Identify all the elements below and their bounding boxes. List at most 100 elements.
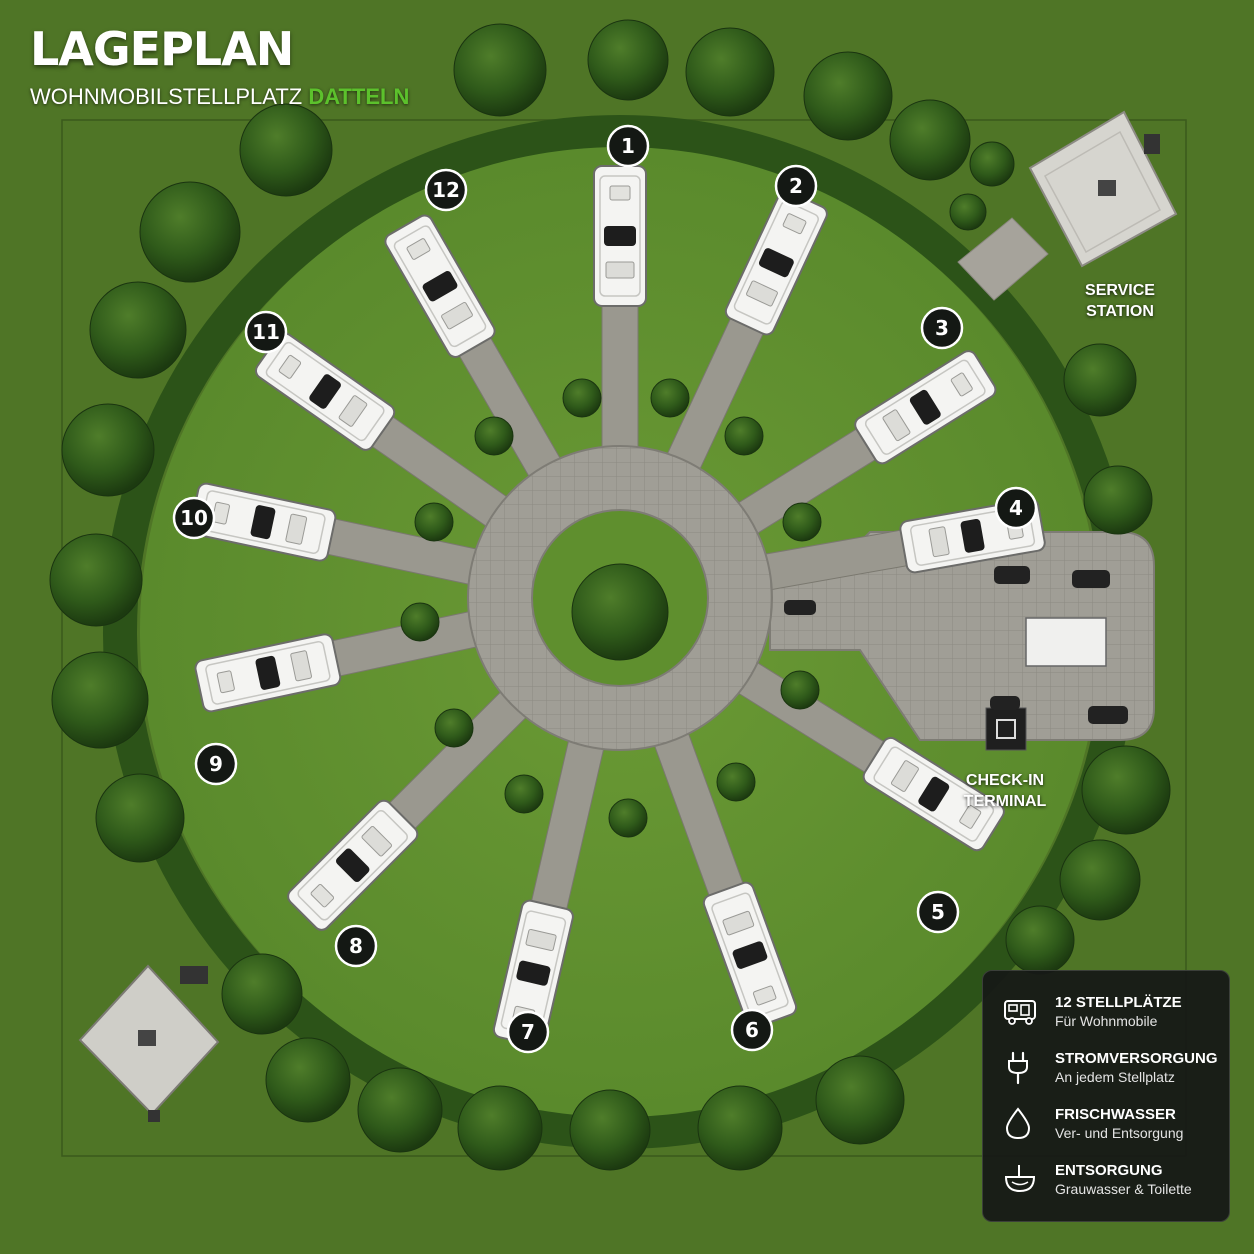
- bush: [782, 502, 822, 542]
- tree: [685, 27, 775, 117]
- parking-area: [769, 531, 1155, 751]
- pitch-number: 9: [209, 752, 223, 776]
- legend-item-water: FRISCHWASSER Ver- und Entsorgung: [1003, 1105, 1213, 1161]
- tree: [221, 953, 303, 1035]
- pitch-number: 1: [621, 134, 635, 158]
- check-in-terminal-label: CHECK-IN TERMINAL: [956, 770, 1054, 812]
- bush: [504, 774, 544, 814]
- pitch-badge: [994, 486, 1038, 530]
- check-in-terminal: [985, 707, 1027, 751]
- tree: [1005, 905, 1075, 975]
- tree: [49, 533, 143, 627]
- camper-van: [384, 214, 496, 358]
- pitch-number: 2: [789, 174, 803, 198]
- legend-title-disposal: ENTSORGUNG: [1055, 1162, 1163, 1179]
- legend-item-power: STROMVERSORGUNG An jedem Stellplatz: [1003, 1049, 1218, 1105]
- camper-van: [862, 736, 1005, 852]
- tree: [815, 1055, 905, 1145]
- pitch-badge: [606, 124, 650, 168]
- tree: [239, 103, 333, 197]
- bush: [474, 416, 514, 456]
- camper-van: [194, 633, 342, 713]
- tree: [569, 1089, 651, 1171]
- pitch-badge: [730, 1008, 774, 1052]
- bush: [400, 602, 440, 642]
- motorhome-icon: [1004, 1000, 1036, 1025]
- pitch-badge: [920, 306, 964, 350]
- subtitle-main: WOHNMOBILSTELLPLATZ: [30, 84, 303, 109]
- trees-and-bushes: [49, 19, 1171, 1171]
- tree: [1083, 465, 1153, 535]
- tree: [51, 651, 149, 749]
- pitch-number: 7: [521, 1020, 535, 1044]
- camper-van: [724, 189, 828, 336]
- tree: [949, 193, 987, 231]
- tree: [697, 1085, 783, 1171]
- tree: [889, 99, 971, 181]
- drain-icon: [1004, 1165, 1036, 1193]
- legend-title-water: FRISCHWASSER: [1055, 1106, 1176, 1123]
- subtitle-accent: DATTELN: [308, 84, 410, 109]
- checkin-label-line1: CHECK-IN: [965, 772, 1045, 789]
- tree: [1063, 343, 1137, 417]
- pitch-number: 8: [349, 934, 363, 958]
- pitch-badge: [194, 742, 238, 786]
- camper-van: [593, 165, 647, 307]
- service-station: [957, 110, 1178, 301]
- tree: [1059, 839, 1141, 921]
- page-title: LAGEPLAN: [30, 22, 294, 76]
- pitch-badge: [424, 168, 468, 212]
- tree: [139, 181, 241, 283]
- sanitary-building: [78, 964, 220, 1122]
- pitch-number: 5: [931, 900, 945, 924]
- pitch-number: 11: [252, 320, 280, 344]
- legend-subtitle-pitches: Für Wohnmobile: [1055, 1013, 1158, 1029]
- pitch-number: 3: [935, 316, 949, 340]
- pitch-badge: [506, 1010, 550, 1054]
- tree: [453, 23, 547, 117]
- checkin-label-line2: TERMINAL: [963, 793, 1047, 810]
- bush: [724, 416, 764, 456]
- pitch-number: 4: [1009, 496, 1023, 520]
- tree: [587, 19, 669, 101]
- tree: [969, 141, 1015, 187]
- camper-van: [854, 350, 997, 465]
- legend-subtitle-disposal: Grauwasser & Toilette: [1055, 1181, 1192, 1197]
- tree: [265, 1037, 351, 1123]
- service-label-line1: SERVICE: [1085, 282, 1155, 299]
- bush: [780, 670, 820, 710]
- tree: [89, 281, 187, 379]
- bush: [608, 798, 648, 838]
- pitch-badge: [172, 496, 216, 540]
- tree: [95, 773, 185, 863]
- water-drop-icon: [1005, 1107, 1031, 1140]
- legend-subtitle-water: Ver- und Entsorgung: [1055, 1125, 1184, 1141]
- legend-subtitle-power: An jedem Stellplatz: [1055, 1069, 1175, 1085]
- legend-item-pitches: 12 STELLPLÄTZE Für Wohnmobile: [1003, 993, 1213, 1049]
- power-plug-icon: [1008, 1051, 1028, 1085]
- pitch-number: 12: [432, 178, 460, 202]
- camper-vans: [189, 165, 1046, 1047]
- pitch-number: 10: [180, 506, 208, 530]
- pitch-badge: [244, 310, 288, 354]
- tree: [457, 1085, 543, 1171]
- bush: [650, 378, 690, 418]
- bush: [562, 378, 602, 418]
- tree: [1081, 745, 1171, 835]
- legend-title-pitches: 12 STELLPLÄTZE: [1055, 994, 1182, 1011]
- pitch-number: 6: [745, 1018, 759, 1042]
- bush: [716, 762, 756, 802]
- legend-item-disposal: ENTSORGUNG Grauwasser & Toilette: [1003, 1161, 1213, 1217]
- bush: [434, 708, 474, 748]
- bush: [414, 502, 454, 542]
- camper-van: [287, 799, 419, 931]
- legend-panel: 12 STELLPLÄTZE Für Wohnmobile STROMVERSO…: [982, 970, 1230, 1222]
- pitch-badge: [916, 890, 960, 934]
- tree: [571, 563, 669, 661]
- service-station-label: SERVICE STATION: [1078, 280, 1162, 322]
- pitch-badge: [774, 164, 818, 208]
- camper-van: [189, 482, 337, 562]
